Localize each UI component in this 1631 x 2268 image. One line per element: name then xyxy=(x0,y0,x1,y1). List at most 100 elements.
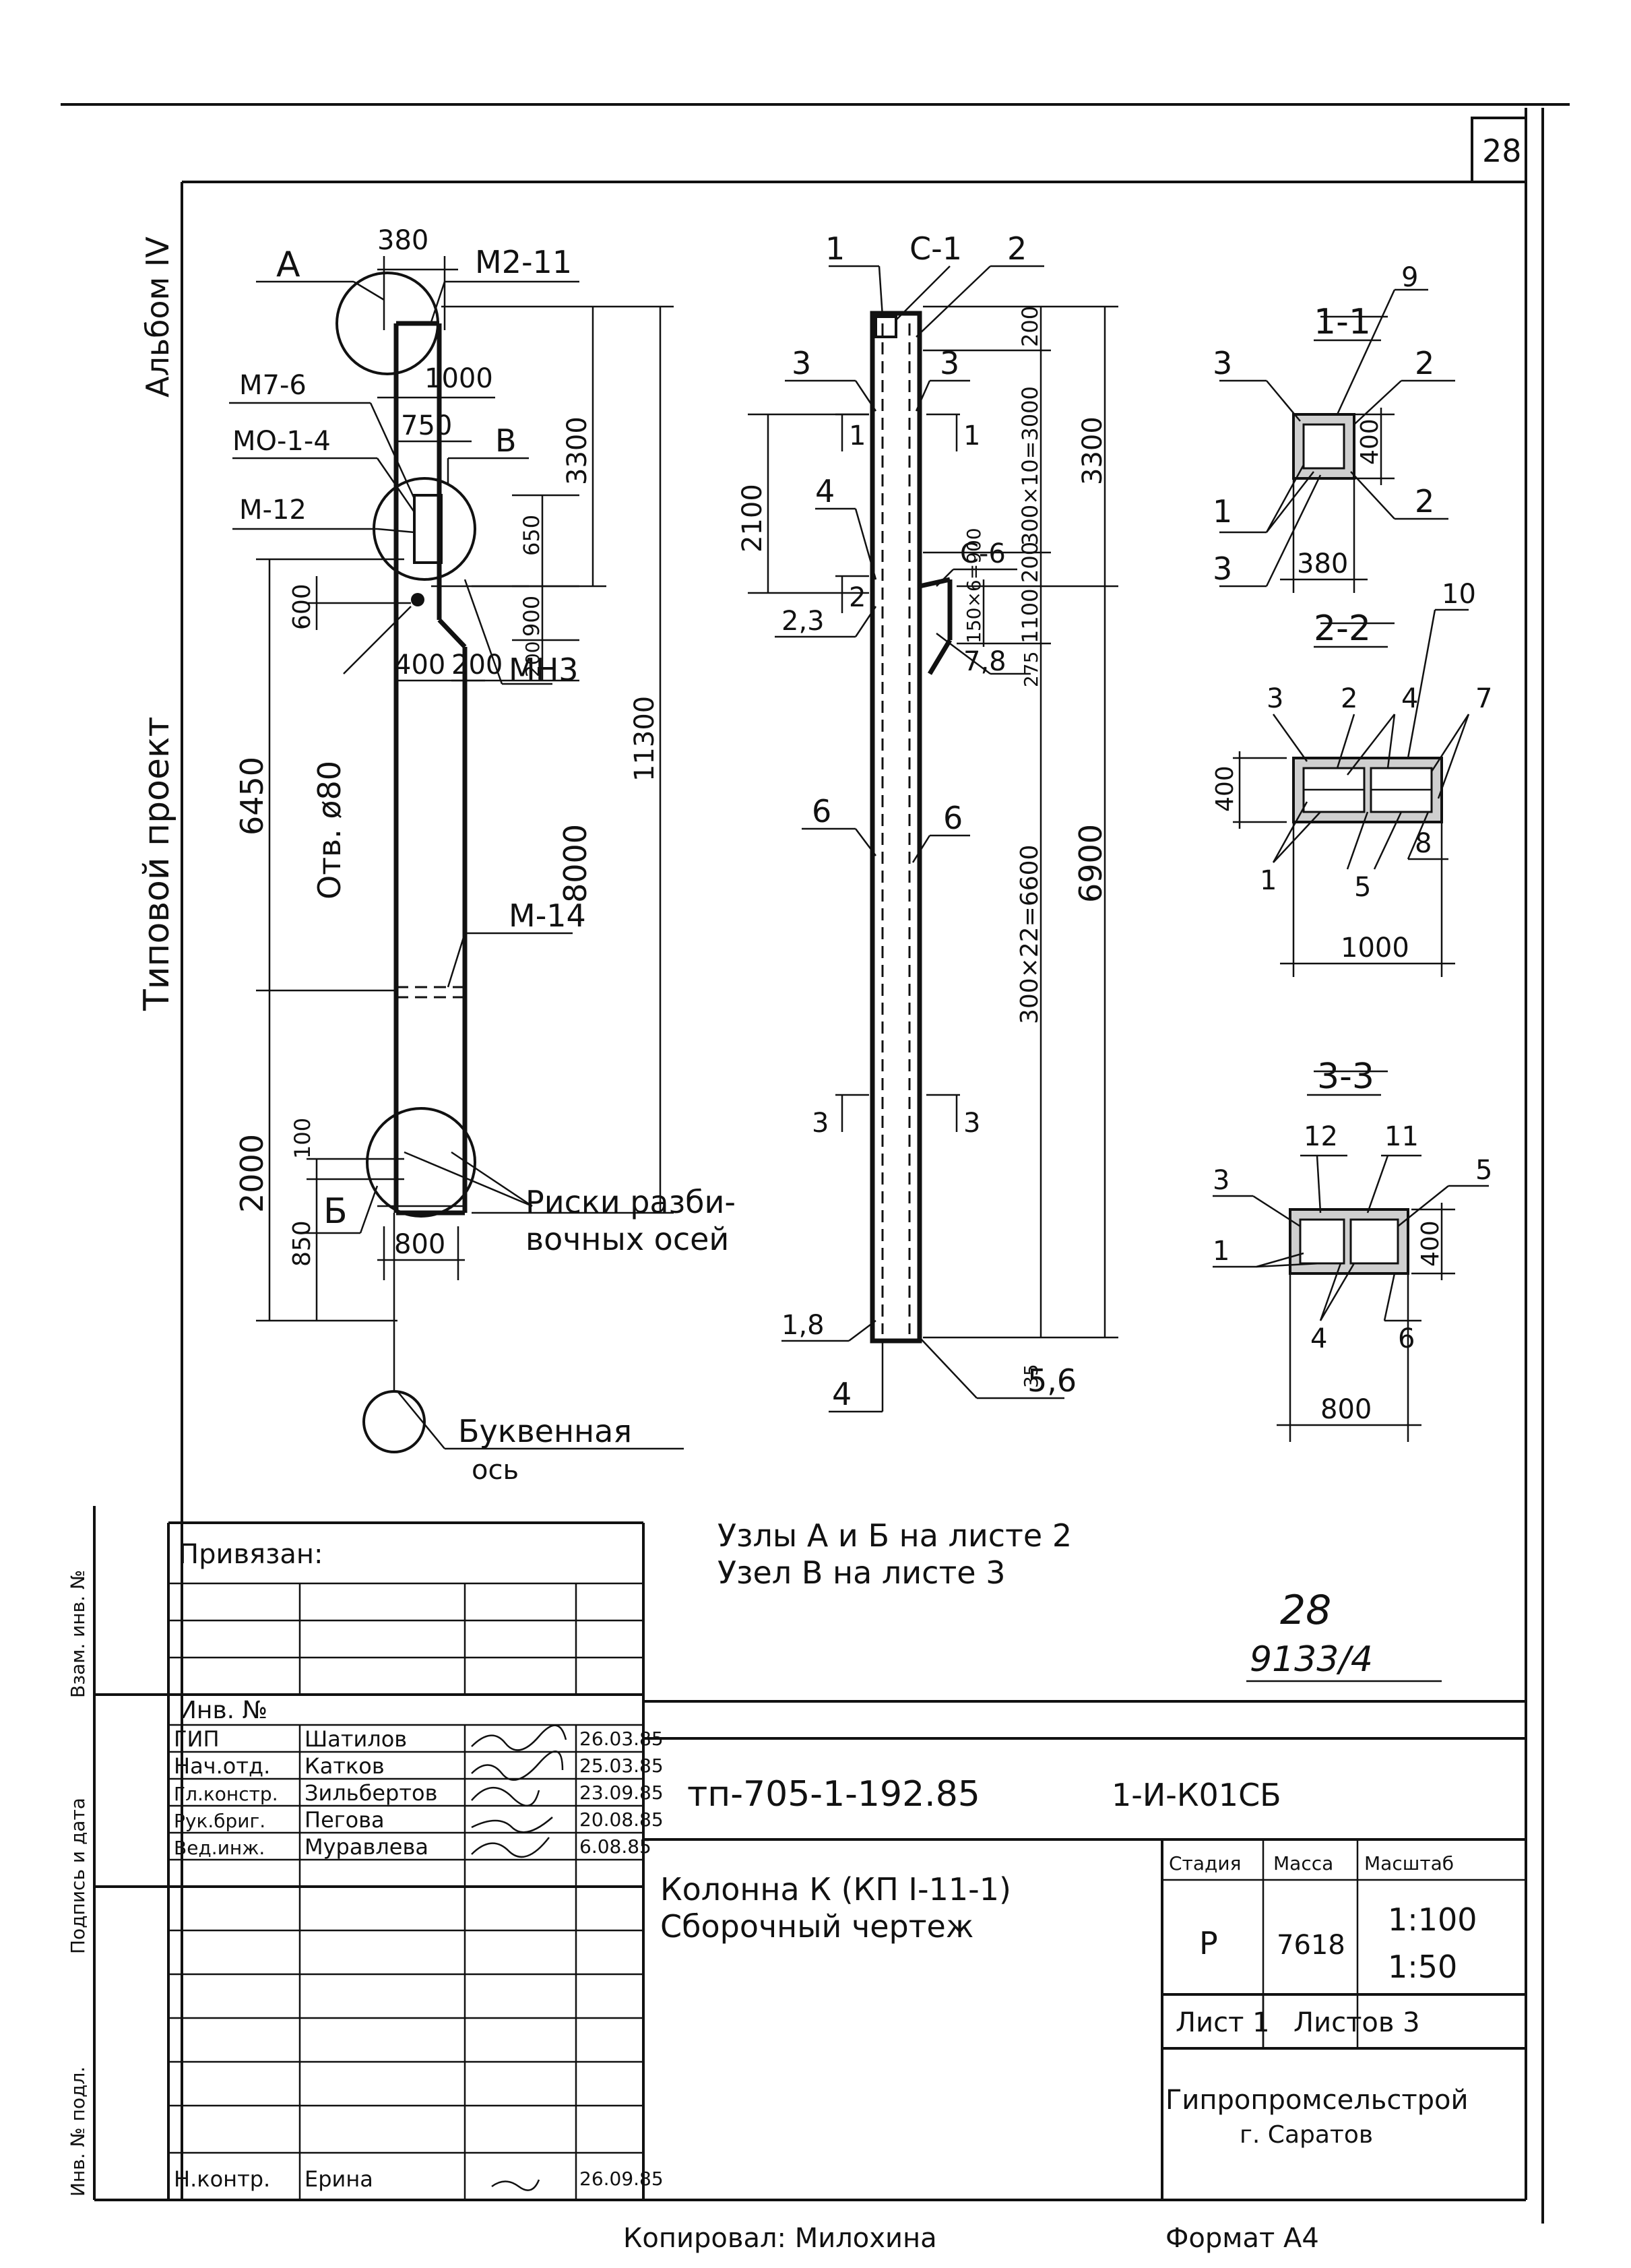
label-m2-11: М2-11 xyxy=(475,244,572,280)
footer-format: Формат А4 xyxy=(1165,2223,1319,2254)
section-3-3-labels: 3-3 12 11 3 5 400 1 4 6 800 xyxy=(1213,1057,1492,1425)
tb-role-4: Вед.инж. xyxy=(174,1837,265,1859)
tb-col-stage: Стадия xyxy=(1169,1852,1241,1875)
label-asm-p23: 2,3 xyxy=(781,606,825,637)
label-dim-400: 400 xyxy=(394,650,445,681)
signature-marks xyxy=(471,1724,567,2191)
label-dim-650: 650 xyxy=(519,515,544,556)
label-dim-1000: 1000 xyxy=(424,363,493,394)
label-asm-p1: 1 xyxy=(825,230,845,267)
sec33-p4: 4 xyxy=(1310,1323,1327,1354)
label-dim-11300: 11300 xyxy=(629,696,660,782)
tb-col-scale: Масштаб xyxy=(1364,1852,1454,1875)
sec33-p1: 1 xyxy=(1213,1236,1229,1267)
column-assembly xyxy=(748,265,1118,1413)
tb-stage: Р xyxy=(1199,1925,1218,1961)
sheet-frame xyxy=(61,103,1570,2224)
label-m-12: М-12 xyxy=(239,495,307,526)
label-asm-c6: С-6 xyxy=(960,538,1006,569)
footer-copied: Копировал: Милохина xyxy=(623,2223,937,2254)
label-node-a: А xyxy=(276,245,300,285)
sec11-dim-400: 400 xyxy=(1356,418,1384,465)
label-marks-1: Риски разби- xyxy=(525,1184,736,1220)
sec11-p3b: 3 xyxy=(1213,550,1232,587)
label-asm-dim-200top: 200 xyxy=(1017,306,1043,347)
column-elevation xyxy=(229,256,684,1453)
section-2-2-labels: 2-2 10 3 2 4 7 400 1 5 8 1000 xyxy=(1211,579,1492,964)
tb-role-0: ГИП xyxy=(174,1726,220,1752)
tb-date-0: 26.03.85 xyxy=(579,1728,664,1750)
label-asm-p4: 4 xyxy=(815,473,835,509)
label-dim-100: 100 xyxy=(290,1118,315,1159)
label-asm-sec2: 2 xyxy=(849,582,866,613)
label-asm-dim-1100: 1100 xyxy=(1017,589,1043,643)
sec33-title: 3-3 xyxy=(1317,1057,1374,1097)
sec22-p4: 4 xyxy=(1401,683,1418,714)
side-album-label: Альбом IV xyxy=(139,237,176,398)
label-asm-p6a: 6 xyxy=(812,793,831,829)
note-line-1: Узлы А и Б на листе 2 xyxy=(717,1517,1072,1554)
label-asm-p4b: 4 xyxy=(832,1376,852,1412)
sec22-p5: 5 xyxy=(1354,872,1371,903)
label-node-b: Б xyxy=(323,1191,348,1232)
label-m7-6: М7-6 xyxy=(239,370,307,401)
sec22-p3: 3 xyxy=(1267,683,1283,714)
sec22-dim-400: 400 xyxy=(1211,765,1239,812)
label-asm-dim-150x6: 150×6=900 xyxy=(963,528,985,643)
sec22-title: 2-2 xyxy=(1314,608,1371,649)
section-3-3 xyxy=(1213,1070,1489,1442)
label-dim-900: 900 xyxy=(519,596,544,637)
label-asm-p6b: 6 xyxy=(943,800,963,836)
label-asm-sec3a: 3 xyxy=(812,1108,829,1139)
tb-date-2: 23.09.85 xyxy=(579,1782,664,1804)
label-dim-850: 850 xyxy=(288,1220,316,1267)
section-1-1-labels: 1-1 9 3 2 400 1 2 3 380 xyxy=(1213,262,1434,587)
sec11-p9: 9 xyxy=(1401,262,1418,293)
side-label-inv: Инв. № подл. xyxy=(67,2067,89,2197)
label-asm-sec1a: 1 xyxy=(849,420,866,451)
label-dim-8000: 8000 xyxy=(557,824,594,903)
tb-date-4: 6.08.85 xyxy=(579,1835,651,1858)
label-dim-800: 800 xyxy=(394,1229,445,1260)
label-mn3: МН3 xyxy=(509,652,579,688)
label-asm-dim-300x22: 300×22=6600 xyxy=(1016,845,1044,1024)
tb-nkontr-date: 26.09.85 xyxy=(579,2168,664,2190)
label-asm-p78: 7,8 xyxy=(963,646,1006,677)
elevation-labels: А 380 М2-11 1000 М7-6 750 МО-1-4 В 3300 … xyxy=(232,225,736,1486)
sec11-p3: 3 xyxy=(1213,345,1232,381)
label-dim-2000: 2000 xyxy=(234,1134,270,1213)
assembly-labels: 1 С-1 2 200 3 3 1 1 300×10=3000 3300 210… xyxy=(737,230,1109,1412)
label-asm-p2: 2 xyxy=(1007,230,1027,267)
tb-date-3: 20.08.85 xyxy=(579,1808,664,1831)
label-asm-p3b: 3 xyxy=(940,345,959,381)
page-number: 28 xyxy=(1482,133,1522,169)
tb-role-3: Рук.бриг. xyxy=(174,1810,265,1832)
sec11-p2a: 2 xyxy=(1415,345,1434,381)
tb-name-3: Пегова xyxy=(305,1807,385,1833)
side-label-vzam: Взам. инв. № xyxy=(67,1570,89,1698)
tb-doc-mark: 1-И-К01СБ xyxy=(1112,1777,1281,1813)
side-project-label: Типовой проект xyxy=(137,716,177,1011)
tb-role-1: Нач.отд. xyxy=(174,1753,270,1779)
label-asm-c1: С-1 xyxy=(909,230,962,267)
sec22-p2: 2 xyxy=(1341,683,1357,714)
sec22-p7: 7 xyxy=(1475,683,1492,714)
label-asm-sec1b: 1 xyxy=(963,420,980,451)
label-asm-p18: 1,8 xyxy=(781,1310,825,1341)
sec33-dim-400: 400 xyxy=(1417,1220,1444,1267)
tb-privyazan: Привязан: xyxy=(179,1539,323,1570)
note-line-2: Узел В на листе 3 xyxy=(717,1554,1005,1591)
label-asm-p56: 5,6 xyxy=(1027,1362,1077,1399)
section-2-2 xyxy=(1233,608,1470,977)
label-marks-2: вочных осей xyxy=(525,1221,729,1257)
title-block-text: Привязан: Инв. № ГИП Шатилов 26.03.85 На… xyxy=(174,1539,1526,2192)
label-asm-dim-35: 35 xyxy=(1020,1364,1042,1388)
tb-col-mass: Масса xyxy=(1273,1852,1333,1875)
label-asm-dim-2100: 2100 xyxy=(737,484,768,553)
tb-inv-no: Инв. № xyxy=(179,1697,267,1724)
sec11-p1: 1 xyxy=(1213,493,1232,530)
sec33-p6: 6 xyxy=(1398,1323,1415,1354)
label-dim-200b: 200 xyxy=(451,650,503,681)
tb-name-2: Зильбертов xyxy=(305,1780,437,1806)
tb-date-1: 25.03.85 xyxy=(579,1755,664,1777)
